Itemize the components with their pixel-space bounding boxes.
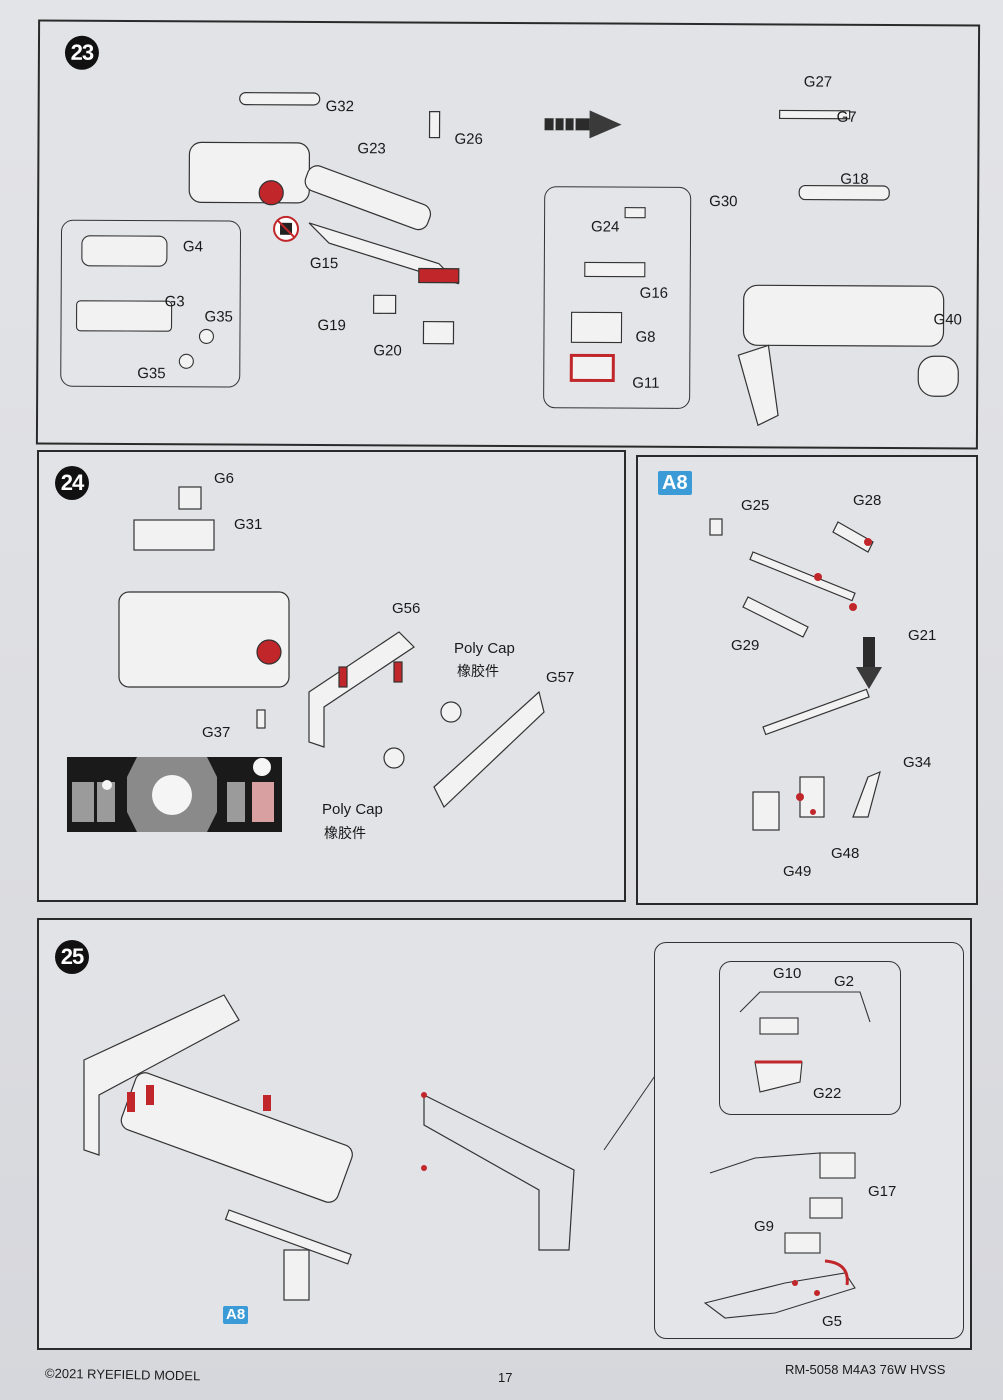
part-label: G35 xyxy=(204,308,233,326)
part-g49 xyxy=(752,791,780,831)
breech-assembly xyxy=(188,141,311,204)
part-label: G10 xyxy=(773,965,802,982)
part-label: G7 xyxy=(836,108,857,126)
part-bracket xyxy=(737,344,779,427)
a8-drawing xyxy=(709,518,882,831)
part-g19 xyxy=(372,294,397,315)
no-glue-icon xyxy=(273,215,300,242)
poly-cap-lower xyxy=(383,747,405,769)
part-label: G15 xyxy=(309,254,339,273)
step-24-drawing xyxy=(118,486,545,808)
part-label: G2 xyxy=(834,973,855,990)
step-23-inset-left xyxy=(60,219,242,388)
part-label: G56 xyxy=(392,600,421,617)
step-25-panel: 25 A8 xyxy=(37,918,972,1350)
part-label: G35 xyxy=(137,365,166,383)
part-label: G3 xyxy=(164,293,185,311)
gun-body xyxy=(118,591,290,688)
part-g40 xyxy=(917,355,959,397)
step-23-drawing xyxy=(188,92,959,427)
part-label: G28 xyxy=(853,492,882,509)
barrel-part xyxy=(304,165,432,231)
part-label: G21 xyxy=(908,627,937,644)
part-label: G27 xyxy=(803,73,833,91)
step-23-inset-right xyxy=(543,186,692,409)
part-label: G49 xyxy=(783,863,812,880)
part-g37 xyxy=(256,709,266,729)
part-label: G5 xyxy=(822,1313,843,1330)
assembled-breech xyxy=(742,284,945,347)
product-code: RM-5058 M4A3 76W HVSS xyxy=(785,1362,946,1377)
part-label: G48 xyxy=(831,845,860,862)
step-25-number: 25 xyxy=(55,940,89,974)
mg-mount xyxy=(283,1249,310,1301)
part-label: G6 xyxy=(214,470,235,487)
part-label: G25 xyxy=(741,497,770,514)
part-label: G40 xyxy=(933,311,962,329)
part-g25 xyxy=(709,518,723,536)
reference-photo xyxy=(67,757,282,832)
part-g6 xyxy=(178,486,202,510)
part-label: G8 xyxy=(635,328,656,346)
part-label: G11 xyxy=(632,374,660,392)
part-label: G17 xyxy=(868,1183,897,1200)
mg-barrel xyxy=(224,1209,352,1265)
part-g34 xyxy=(852,770,881,818)
page-number: 17 xyxy=(498,1370,513,1385)
part-label: G37 xyxy=(202,724,231,741)
step-25-inset: G10 G2 G22 G17 G9 G5 xyxy=(654,942,964,1339)
poly-cap-label: Poly Cap xyxy=(454,640,515,657)
part-g20 xyxy=(422,320,455,345)
part-label: G4 xyxy=(182,238,203,256)
step-23-panel: 23 xyxy=(35,19,981,450)
part-label: G29 xyxy=(731,637,760,654)
ammo-rack xyxy=(423,1094,575,1251)
pin-part xyxy=(428,110,441,139)
assembled-gun xyxy=(762,688,870,736)
part-label: G16 xyxy=(639,284,669,302)
poly-cap-upper xyxy=(440,701,462,723)
mantlet-part xyxy=(83,994,240,1156)
dashed-arrow-icon xyxy=(544,110,622,139)
part-label: G57 xyxy=(546,669,575,686)
part-label: G23 xyxy=(357,140,386,158)
part-label: G20 xyxy=(373,342,402,360)
part-g18 xyxy=(798,184,890,201)
slide-red-mark xyxy=(418,267,460,284)
part-label: G24 xyxy=(590,218,620,236)
poly-cap-label-cn: 橡胶件 xyxy=(324,826,366,842)
part-label: G19 xyxy=(317,317,346,335)
part-label: G32 xyxy=(325,98,355,116)
step-25-drawing xyxy=(83,994,660,1301)
part-label: G22 xyxy=(813,1085,842,1102)
part-label: G9 xyxy=(754,1218,775,1235)
part-label: G31 xyxy=(234,516,263,533)
a8-badge: A8 xyxy=(658,471,692,495)
copyright-text: ©2021 RYEFIELD MODEL xyxy=(44,1365,201,1384)
part-label: G34 xyxy=(903,754,932,771)
part-g57 xyxy=(433,690,545,808)
part-label: G18 xyxy=(840,170,869,188)
part-label: G30 xyxy=(709,193,738,211)
part-g29 xyxy=(742,596,809,638)
step-25-sub-inset xyxy=(719,961,901,1115)
part-g56 xyxy=(308,631,415,748)
poly-cap-label-cn: 橡胶件 xyxy=(457,664,499,680)
part-label: G26 xyxy=(454,130,483,148)
sight-part xyxy=(239,92,321,106)
breech-red-mark xyxy=(258,180,284,206)
part-g27 xyxy=(779,109,851,120)
step-24-panel: 24 xyxy=(37,450,626,902)
poly-cap-label: Poly Cap xyxy=(322,801,383,818)
step-24-number: 24 xyxy=(55,466,89,500)
gun-barrel xyxy=(749,551,856,602)
part-g31 xyxy=(133,519,215,551)
down-arrow-icon xyxy=(856,637,882,689)
a8-subassembly-panel: A8 G25 G28 G29 G21 G xyxy=(636,455,978,905)
a8-reference-badge: A8 xyxy=(223,1306,249,1324)
part-g28 xyxy=(832,521,874,553)
